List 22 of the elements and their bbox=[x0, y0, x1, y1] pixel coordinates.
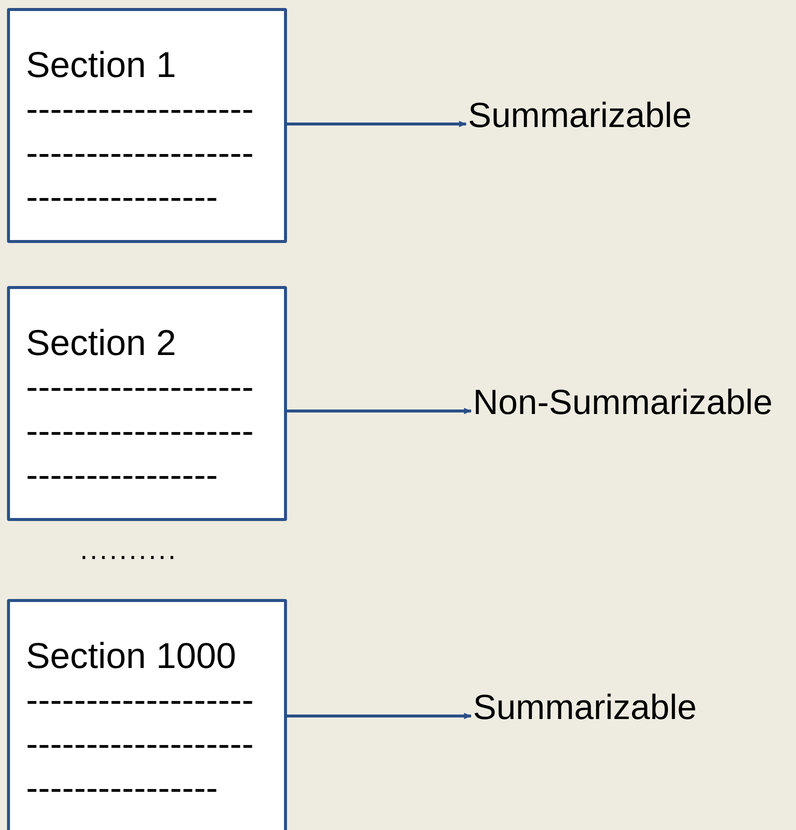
arrow bbox=[287, 712, 472, 720]
placeholder-line: ---------------- bbox=[26, 175, 218, 219]
placeholder-line: ------------------- bbox=[26, 722, 254, 766]
placeholder-line: ------------------- bbox=[26, 365, 254, 409]
placeholder-line: ------------------- bbox=[26, 131, 254, 175]
placeholder-line: ------------------- bbox=[26, 87, 254, 131]
result-label: Summarizable bbox=[468, 94, 692, 138]
arrow bbox=[287, 408, 472, 414]
placeholder-line: ---------------- bbox=[26, 453, 218, 497]
result-label: Summarizable bbox=[473, 686, 697, 730]
placeholder-line: ------------------- bbox=[26, 678, 254, 722]
result-label: Non-Summarizable bbox=[473, 381, 773, 425]
placeholder-line: ---------------- bbox=[26, 766, 218, 810]
ellipsis: .......... bbox=[80, 533, 178, 567]
section-box bbox=[7, 286, 287, 521]
arrow bbox=[287, 120, 467, 128]
section-box bbox=[7, 8, 287, 243]
section-box bbox=[7, 599, 287, 830]
section-title: Section 2 bbox=[26, 321, 176, 365]
placeholder-line: ------------------- bbox=[26, 409, 254, 453]
section-title: Section 1 bbox=[26, 43, 176, 87]
section-title: Section 1000 bbox=[26, 634, 236, 678]
